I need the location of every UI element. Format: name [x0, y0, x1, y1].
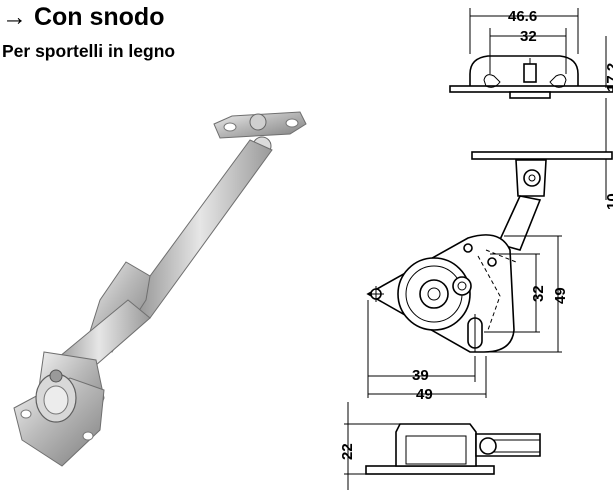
dim-body-hole-vertical: 32	[530, 285, 547, 302]
dim-gap: 10	[604, 193, 613, 210]
hinge-photo	[13, 111, 307, 467]
dim-top-hole-spacing: 32	[520, 28, 537, 45]
product-title: → Con snodo	[2, 3, 165, 31]
dim-body-width: 49	[416, 386, 433, 403]
dim-side-height: 22	[339, 443, 356, 460]
dim-body-height: 49	[552, 287, 569, 304]
dim-body-width-short: 39	[412, 367, 429, 384]
top-view-drawing	[449, 8, 613, 200]
dim-top-height: 17.2	[604, 63, 613, 92]
front-view-drawing	[366, 151, 613, 398]
side-view-drawing	[344, 402, 541, 490]
product-subtitle: Per sportelli in legno	[2, 41, 176, 61]
dim-top-width: 46.6	[508, 8, 537, 25]
